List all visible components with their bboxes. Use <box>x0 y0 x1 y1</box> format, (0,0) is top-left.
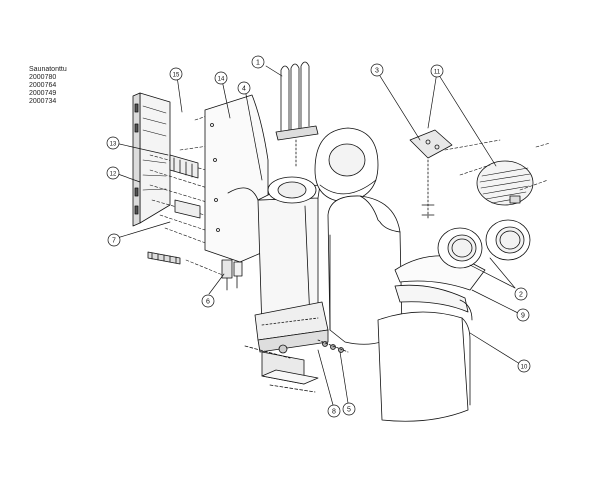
callout-9: 9 <box>516 308 530 322</box>
product-name: Saunatonttu <box>29 66 67 73</box>
callout-3: 3 <box>370 63 384 77</box>
callout-7: 7 <box>107 233 121 247</box>
callout-label: 4 <box>242 86 246 93</box>
callout-label: 9 <box>521 313 525 320</box>
insulation-ring-top <box>314 127 379 203</box>
callout-label: 14 <box>218 77 225 83</box>
terminal-block <box>169 154 201 219</box>
callout-label: 5 <box>347 407 351 414</box>
rear-panel <box>204 94 269 263</box>
product-code: 2000764 <box>29 82 57 89</box>
side-rails <box>444 139 551 191</box>
callout-label: 10 <box>521 365 528 371</box>
callout-label: 8 <box>332 409 336 416</box>
switch-part <box>221 259 243 291</box>
outer-guard-plate <box>394 284 469 313</box>
product-code: 2000734 <box>29 98 57 105</box>
callout-label: 6 <box>206 299 210 306</box>
screws <box>317 339 349 353</box>
callout-label: 12 <box>110 172 117 178</box>
top-bracket <box>409 129 453 221</box>
callout-6: 6 <box>201 294 215 308</box>
callout-label: 13 <box>110 142 117 148</box>
callouts: 1 2 3 4 5 6 7 8 9 10 11 12 13 14 15 <box>106 55 531 418</box>
callout-label: 2 <box>519 292 523 299</box>
title-block: Saunatonttu 2000780 2000764 2000749 2000… <box>29 66 67 106</box>
cable <box>227 187 259 201</box>
callout-5: 5 <box>342 402 356 416</box>
outlet-rings <box>437 219 531 269</box>
base-bracket <box>244 344 319 393</box>
top-heating-element <box>275 61 319 169</box>
callout-2: 2 <box>514 287 528 301</box>
callout-label: 7 <box>112 238 116 245</box>
callout-8: 8 <box>327 404 341 418</box>
leader-lines <box>114 65 521 406</box>
callout-11: 11 <box>430 64 444 78</box>
callout-12: 12 <box>106 166 120 180</box>
control-panel <box>132 92 171 227</box>
callout-15: 15 <box>169 67 183 81</box>
front-guard-shell <box>377 299 473 422</box>
callout-label: 15 <box>173 73 180 79</box>
callout-10: 10 <box>517 359 531 373</box>
heating-element-connectors <box>147 251 181 265</box>
callout-label: 11 <box>434 70 441 76</box>
insulation-cylinder <box>327 195 403 345</box>
callout-14: 14 <box>214 71 228 85</box>
callout-4: 4 <box>237 81 251 95</box>
product-code: 2000749 <box>29 90 57 97</box>
callout-1: 1 <box>251 55 265 69</box>
callout-label: 1 <box>256 60 260 67</box>
heater-core <box>254 176 329 353</box>
round-grille <box>476 160 534 206</box>
product-code: 2000780 <box>29 74 57 81</box>
callout-13: 13 <box>106 136 120 150</box>
callout-label: 3 <box>375 68 379 75</box>
